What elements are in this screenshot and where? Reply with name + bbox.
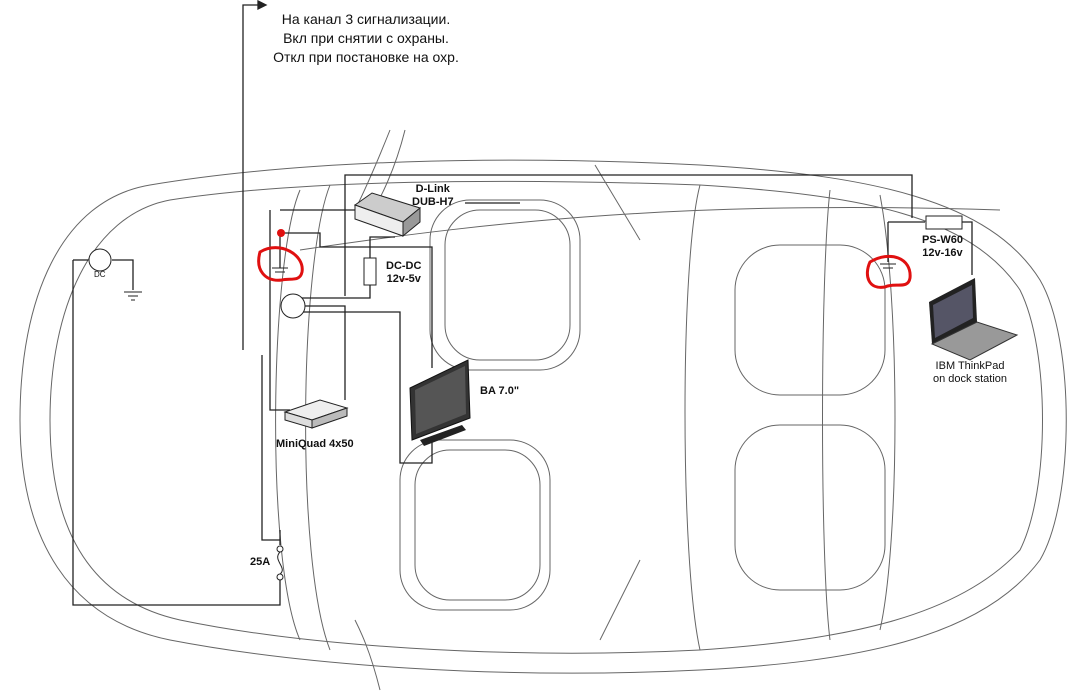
monitor-label: BA 7.0": [480, 385, 520, 397]
ground-icon: [124, 291, 142, 301]
note-line: На канал 3 сигнализации.: [281, 11, 451, 27]
car-outline: [19, 129, 1067, 691]
junction-dot: [277, 229, 285, 237]
fuse-icon: [276, 545, 284, 581]
highlight-ground-right: [865, 254, 912, 289]
wires: [72, 0, 973, 606]
highlight-ground-left: [257, 246, 304, 282]
battery-label: DC: [94, 270, 106, 279]
amplifier-label: MiniQuad 4x50: [276, 438, 354, 450]
fuse-label: 25A: [250, 556, 271, 568]
psw-icon: [925, 215, 963, 230]
usb-hub-icon: [353, 192, 422, 238]
amplifier-icon: [283, 399, 349, 429]
note-line: Откл при постановке на охр.: [273, 49, 459, 65]
ground-icon: [272, 267, 288, 273]
ground-icon: [880, 263, 896, 269]
note-line: Вкл при снятии с охраны.: [283, 30, 449, 46]
alarm-channel-note: На канал 3 сигнализации. Вкл при снятии …: [246, 10, 486, 67]
monitor-icon: [409, 359, 471, 446]
dcdc-icon: [363, 257, 377, 286]
connector-icon: [280, 293, 306, 319]
laptop-icon: [929, 278, 1019, 361]
battery-icon: [88, 248, 112, 272]
